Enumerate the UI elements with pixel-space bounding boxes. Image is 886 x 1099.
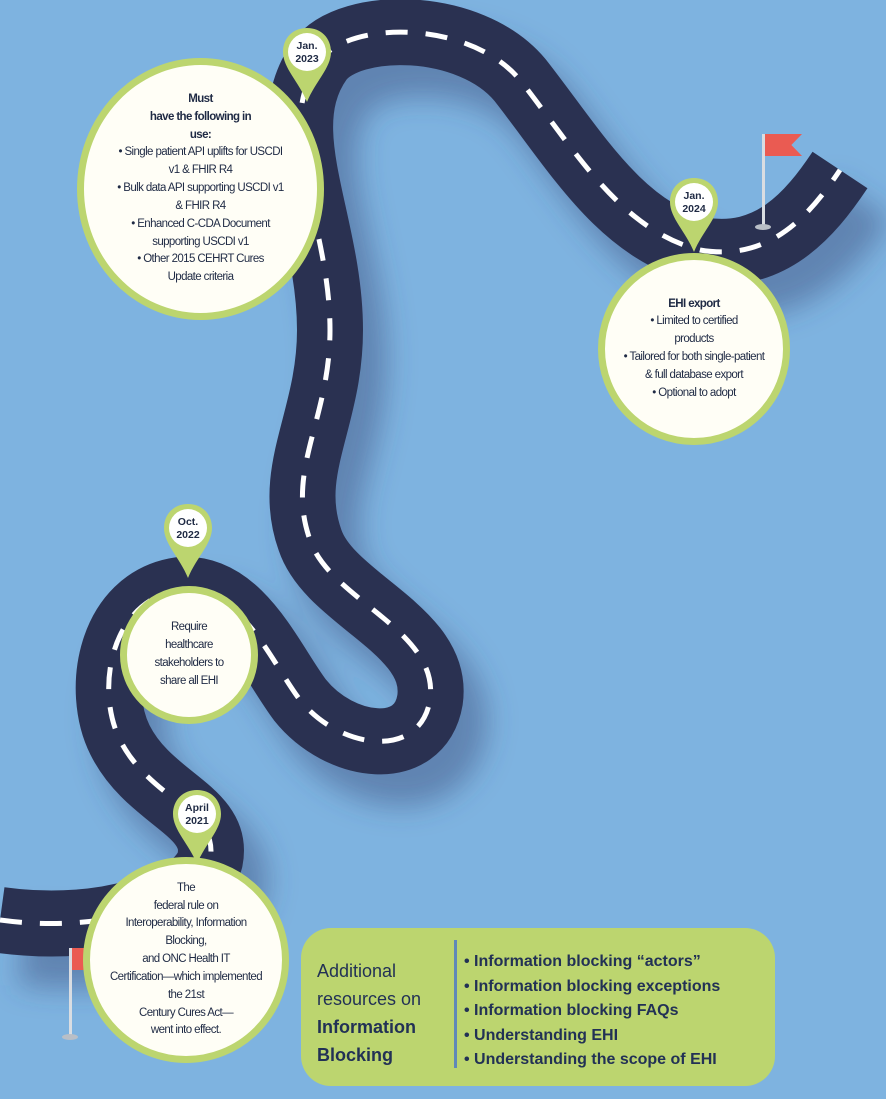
start-flag-pole: [69, 948, 72, 1036]
milestone-text-line: and ONC Health IT: [142, 953, 230, 966]
map-pin-icon: [283, 28, 331, 102]
resources-list: Information blocking “actors” Informatio…: [464, 950, 720, 1073]
milestone-bubble-april-2021: The federal rule on Interoperability, In…: [83, 857, 289, 1063]
finish-flag-pole: [762, 134, 765, 226]
milestone-bubble-jan-2024: EHI export • Limited to certified produc…: [598, 253, 790, 445]
milestone-text-line: federal rule on: [153, 899, 219, 912]
milestone-text-line: have the following in: [149, 110, 252, 123]
resources-heading-line: Information: [317, 1016, 416, 1037]
milestone-text-line: share all EHI: [159, 674, 219, 687]
milestone-text-line: healthcare: [165, 639, 213, 652]
milestone-text-line: Must: [188, 93, 213, 106]
milestone-text-line: & full database export: [644, 368, 744, 381]
milestone-text-line: • Optional to adopt: [652, 386, 736, 399]
milestone-text-line: The: [176, 881, 196, 894]
milestone-text-line: Update criteria: [167, 271, 234, 284]
milestone-text-line: the 21st: [167, 988, 205, 1001]
milestone-text-line: Blocking,: [165, 935, 207, 948]
milestone-text-line: • Single patient API uplifts for USCDI: [118, 146, 283, 159]
milestone-text-line: use:: [189, 128, 212, 141]
milestone-text-line: • Other 2015 CEHRT Cures: [137, 253, 264, 266]
milestone-text-line: supporting USCDI v1: [152, 235, 249, 248]
milestone-text-line: Interoperability, Information: [125, 917, 247, 930]
milestone-date-oct-2022: Oct.2022: [176, 516, 200, 542]
road-dashes: [0, 29, 843, 926]
finish-flag-base: [755, 224, 771, 230]
resource-link-understanding-ehi[interactable]: Understanding EHI: [464, 1024, 720, 1049]
milestone-bubble-oct-2022: Require healthcare stakeholders to share…: [120, 586, 258, 724]
start-flag-base: [62, 1034, 78, 1040]
milestone-text-line: • Limited to certified: [650, 315, 738, 328]
milestone-text-line: products: [674, 333, 714, 346]
map-pin-icon: [164, 504, 212, 578]
resources-divider: [454, 940, 457, 1068]
milestone-date-jan-2023: Jan.2023: [295, 40, 319, 66]
milestone-text-line: • Tailored for both single-patient: [623, 351, 765, 363]
milestone-text-line: • Bulk data API supporting USCDI v1: [117, 182, 284, 195]
milestone-text-line: v1 & FHIR R4: [168, 164, 233, 177]
milestone-text-line: Require: [170, 621, 208, 634]
map-pin-icon: [670, 178, 718, 252]
milestone-text-line: stakeholders to: [154, 657, 225, 669]
resource-link-faqs[interactable]: Information blocking FAQs: [464, 999, 720, 1024]
finish-flag-icon: [764, 134, 802, 156]
resource-link-scope-of-ehi[interactable]: Understanding the scope of EHI: [464, 1048, 720, 1073]
milestone-bubble-jan-2023: Must have the following in use: • Single…: [77, 58, 324, 320]
milestone-text-line: EHI export: [668, 297, 720, 310]
resources-heading-line: Blocking: [317, 1044, 394, 1065]
resources-heading-line: Additional: [317, 961, 397, 981]
resources-heading: Additional resources on Information Bloc…: [317, 958, 447, 1070]
resources-heading-line: resources on: [317, 988, 422, 1009]
milestone-date-jan-2024: Jan.2024: [682, 190, 706, 216]
resource-link-actors[interactable]: Information blocking “actors”: [464, 950, 720, 975]
milestone-text-line: Certification—which implemented: [109, 970, 263, 983]
additional-resources-panel: Additional resources on Information Bloc…: [301, 928, 775, 1086]
milestone-text-line: went into effect.: [150, 1024, 222, 1037]
resource-link-exceptions[interactable]: Information blocking exceptions: [464, 975, 720, 1000]
milestone-text-line: & FHIR R4: [175, 199, 226, 212]
map-pin-icon: [173, 790, 221, 864]
milestone-text-line: Century Cures Act—: [138, 1006, 234, 1019]
milestone-text-line: • Enhanced C-CDA Document: [131, 217, 270, 230]
